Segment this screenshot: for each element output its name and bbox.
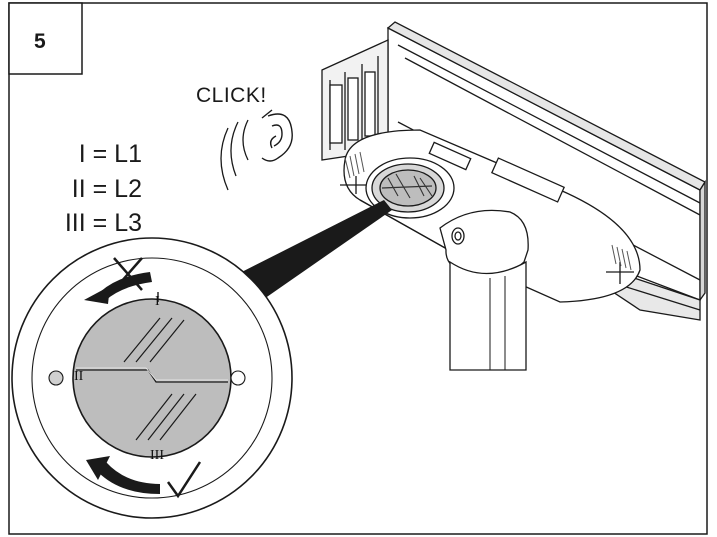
phase-mapping-l3: III = L3	[64, 209, 142, 237]
dial-grip-lines	[123, 317, 197, 441]
zoom-beam	[222, 200, 392, 310]
click-sound-label: CLICK!	[196, 84, 267, 107]
outer-border	[8, 2, 708, 535]
cross-icon	[113, 257, 143, 291]
pin-left	[48, 370, 64, 386]
pendant-tube	[439, 209, 529, 371]
sound-waves	[220, 119, 249, 191]
ear-icon	[261, 109, 293, 162]
step-box	[8, 2, 83, 75]
dial-knob	[72, 298, 232, 458]
small-phase-dial	[365, 157, 455, 219]
check-icon	[166, 461, 202, 499]
phase-mapping-l2: II = L2	[71, 175, 142, 203]
dial-mark-bottom: III	[150, 448, 164, 463]
dial-mark-top: I	[155, 294, 160, 309]
dial-mark-left: II	[74, 369, 84, 384]
wrong-direction-arrow	[84, 272, 152, 304]
step-number: 5	[34, 30, 46, 53]
magnified-dial	[11, 237, 293, 519]
right-direction-arrow	[86, 456, 160, 494]
pin-right	[230, 370, 246, 386]
phase-mapping-l1: I = L1	[78, 140, 142, 168]
